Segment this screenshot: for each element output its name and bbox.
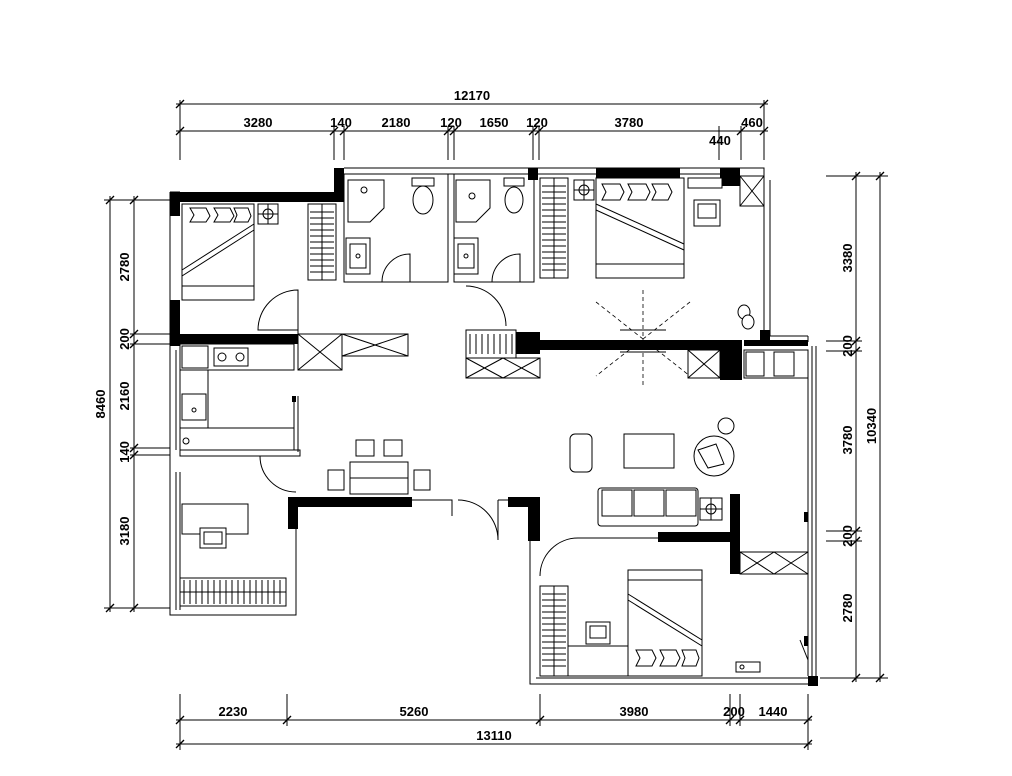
dim-left-5: 3180 [117,517,132,546]
dim-bottom-3: 3980 [620,704,649,719]
dim-top-5: 1650 [480,115,509,130]
dim-top-7: 3780 [615,115,644,130]
dim-bottom-2: 5260 [400,704,429,719]
dim-top-1: 3280 [244,115,273,130]
dim-top-right-a: 440 [709,133,731,148]
dim-left-4: 140 [117,441,132,463]
dim-left-total: 8460 [93,390,108,419]
dim-top-3: 2180 [382,115,411,130]
dim-bottom-4: 200 [723,704,745,719]
wardrobe-hangers-nw [310,204,334,280]
dim-bottom-1: 2230 [219,704,248,719]
dim-left-3: 2160 [117,382,132,411]
kitchen [179,333,409,493]
study-shelf-hatching [180,580,286,604]
dim-top-4: 120 [440,115,462,130]
dim-bottom-total: 13110 [476,728,511,743]
dim-right-1: 3380 [840,244,855,273]
bathroom-1 [343,173,449,283]
dim-right-2: 200 [840,335,855,357]
dim-right-5: 2780 [840,594,855,623]
dim-top-2: 140 [330,115,352,130]
dim-right-4: 200 [840,525,855,547]
dimension-labels: 12170 3280 140 2180 120 1650 120 3780 44… [93,88,879,743]
door-arc-corridor [465,285,507,327]
dim-top-total: 12170 [454,88,490,103]
dim-left-1: 2780 [117,253,132,282]
dim-right-total: 10340 [864,408,879,444]
bedroom-northwest [181,203,337,334]
dim-left-2: 200 [117,328,132,350]
bedroom-southeast [539,537,809,677]
living-dining [327,329,809,575]
dimension-lines [104,99,888,750]
dim-right-3: 3780 [840,426,855,455]
dim-top-right-b: 460 [741,115,763,130]
bathroom-2 [453,173,535,283]
structural-walls [170,168,818,686]
dim-bottom-5: 1440 [759,704,788,719]
study [179,503,287,607]
bedroom-northeast [539,175,765,388]
dim-top-6: 120 [526,115,548,130]
